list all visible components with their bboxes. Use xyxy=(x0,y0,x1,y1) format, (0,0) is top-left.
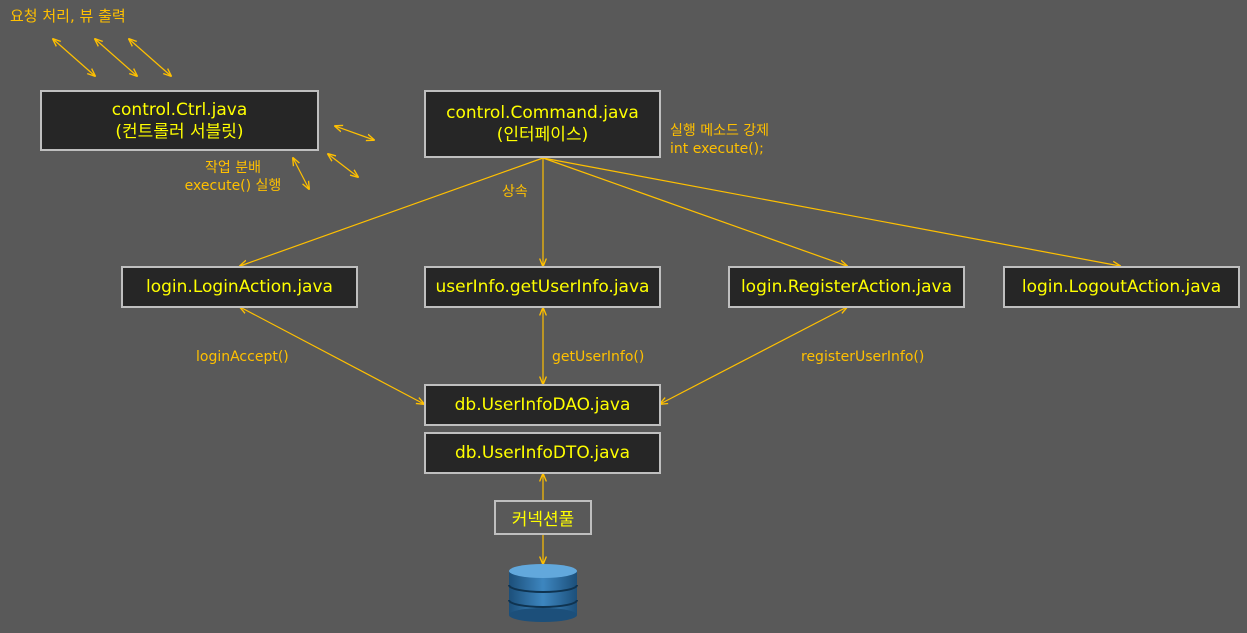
ctrl-node-role: (컨트롤러 서블릿) xyxy=(115,121,244,142)
ctrl-node[interactable]: control.Ctrl.java (컨트롤러 서블릿) xyxy=(40,90,319,151)
logout-action-node[interactable]: login.LogoutAction.java xyxy=(1003,266,1240,308)
dto-node[interactable]: db.UserInfoDTO.java xyxy=(424,432,661,474)
get-user-info-label: getUserInfo() xyxy=(552,349,645,365)
request-arrow-2 xyxy=(95,39,137,76)
ctrl-node-name: control.Ctrl.java xyxy=(111,99,248,120)
connection-pool-node[interactable]: 커넥션풀 xyxy=(494,500,592,535)
inherit-logout-action xyxy=(542,157,1120,266)
enforce-annotation: 실행 메소드 강제 int execute(); xyxy=(670,122,769,158)
request-arrow-1 xyxy=(53,39,95,76)
command-node-role: (인터페이스) xyxy=(496,125,589,145)
database-icon xyxy=(508,564,578,622)
inherit-label: 상속 xyxy=(502,184,528,200)
enforce-annotation-line-1: 실행 메소드 강제 xyxy=(670,123,770,139)
inherit-login-action xyxy=(240,157,544,266)
ctrl-command-arrow-2 xyxy=(328,154,358,177)
register-dao-arrow xyxy=(660,307,847,404)
request-arrow-3 xyxy=(129,39,171,76)
enforce-annotation-line-2: int execute(); xyxy=(670,141,764,157)
ctrl-dispatch-arrow xyxy=(293,158,309,189)
command-node[interactable]: control.Command.java (인터페이스) xyxy=(424,90,661,158)
login-dao-arrow xyxy=(240,307,424,404)
dispatch-annotation: 작업 분배 execute() 실행 xyxy=(180,159,286,195)
login-action-node[interactable]: login.LoginAction.java xyxy=(121,266,358,308)
ctrl-command-arrow-1 xyxy=(335,126,374,140)
login-accept-label: loginAccept() xyxy=(196,349,289,365)
register-action-node[interactable]: login.RegisterAction.java xyxy=(728,266,965,308)
request-annotation: 요청 처리, 뷰 출력 xyxy=(10,7,126,25)
dispatch-annotation-line-1: 작업 분배 xyxy=(205,160,261,176)
get-user-info-node[interactable]: userInfo.getUserInfo.java xyxy=(424,266,661,308)
dispatch-annotation-line-2: execute() 실행 xyxy=(184,178,282,194)
dao-node[interactable]: db.UserInfoDAO.java xyxy=(424,384,661,426)
register-user-info-label: registerUserInfo() xyxy=(801,349,925,365)
inherit-register-action xyxy=(542,157,847,266)
command-node-name: control.Command.java xyxy=(446,103,639,123)
